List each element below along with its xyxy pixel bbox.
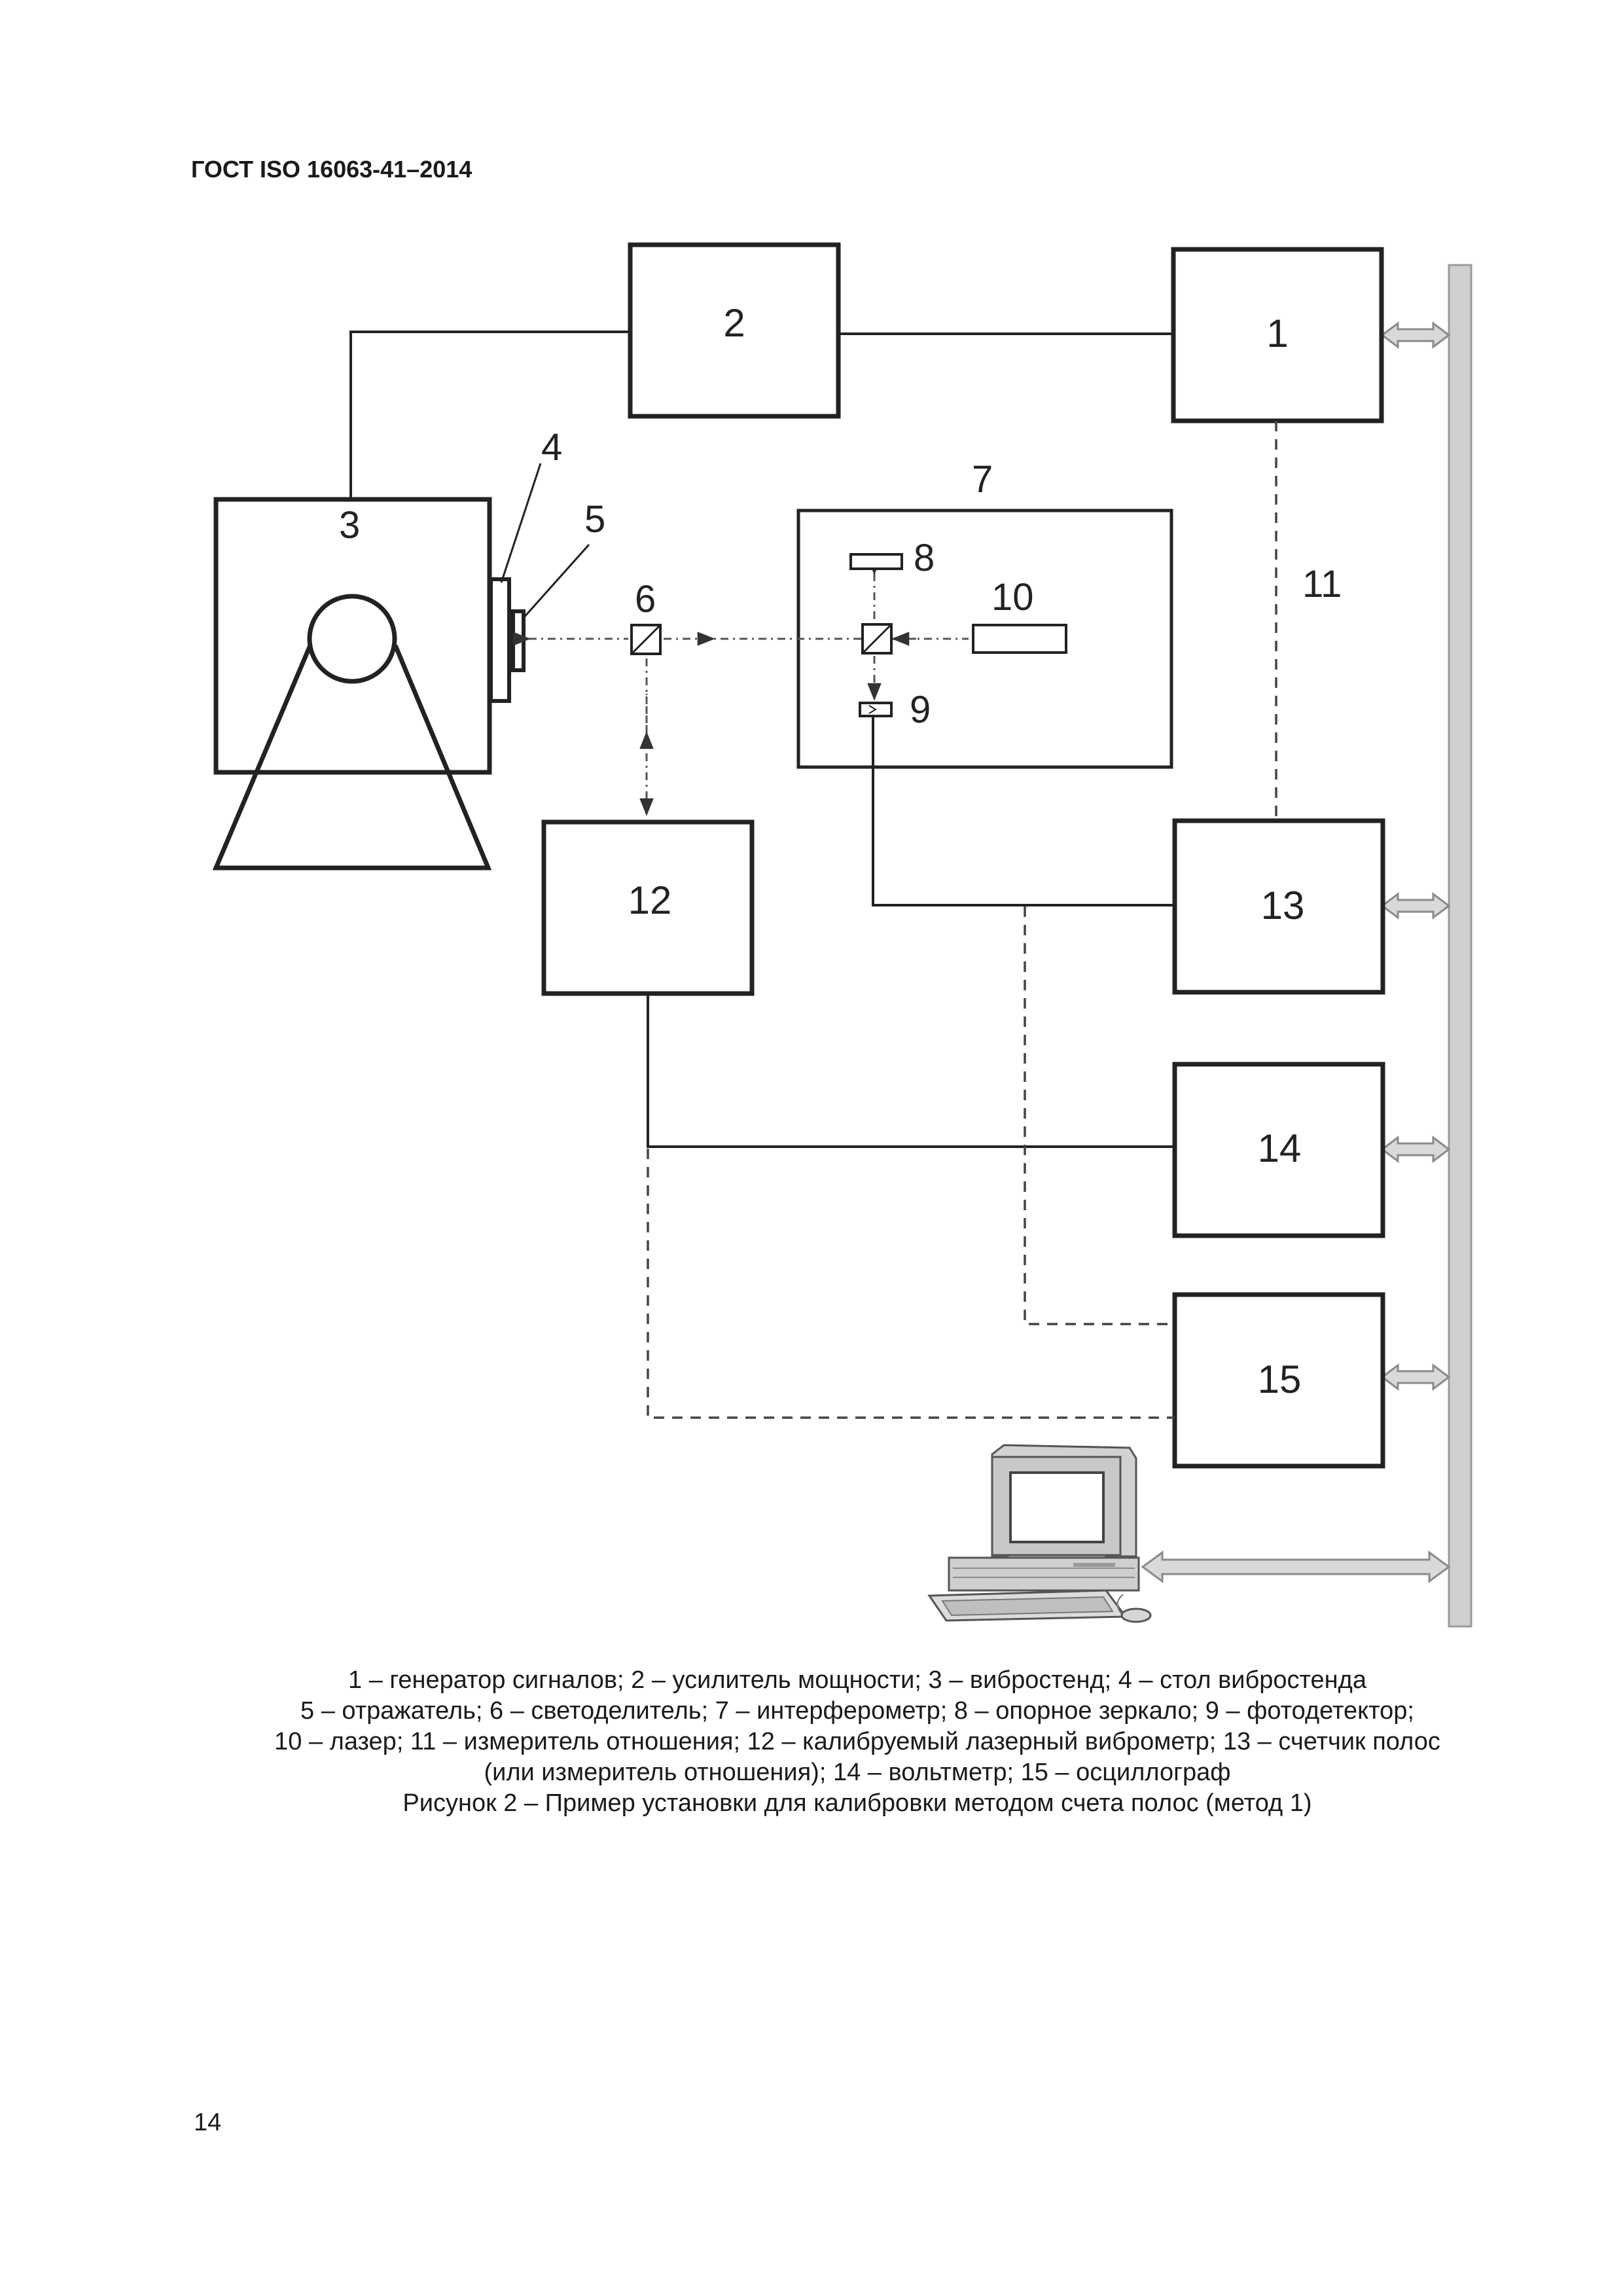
- label-5: 5: [584, 498, 605, 541]
- label-4: 4: [541, 426, 562, 469]
- interferometer-splitter: [861, 623, 893, 655]
- signal-wires: [349, 331, 1175, 1148]
- label-6: 6: [635, 578, 656, 620]
- box-1: [1171, 247, 1384, 423]
- page-number: 14: [194, 2109, 222, 2136]
- box-2-label: 2: [723, 301, 745, 345]
- box-2: [628, 242, 841, 419]
- box-15-label: 15: [1258, 1357, 1302, 1401]
- box-15: [1172, 1292, 1385, 1469]
- box-14: [1172, 1062, 1385, 1238]
- bus-arrow-14: [1380, 1136, 1451, 1163]
- label-11: 11: [1302, 563, 1342, 605]
- caption-line-4: (или измеритель отношения); 14 – вольтме…: [484, 1759, 1231, 1786]
- figure-title: Рисунок 2 – Пример установки для калибро…: [402, 1789, 1312, 1817]
- caption-line-2: 5 – отражатель; 6 – светоделитель; 7 – и…: [300, 1697, 1414, 1725]
- caption-line-1: 1 – генератор сигналов; 2 – усилитель мо…: [348, 1666, 1366, 1694]
- box-13: [1172, 818, 1385, 995]
- box-13-label: 13: [1261, 884, 1305, 927]
- figure-caption: 1 – генератор сигналов; 2 – усилитель мо…: [0, 1665, 1623, 1819]
- box-12: [541, 819, 755, 996]
- vibration-table: [489, 577, 511, 703]
- leader-lines: [500, 463, 590, 619]
- beam-splitter-6: [630, 624, 662, 655]
- bus-arrow-computer: [1141, 1551, 1451, 1583]
- computer-icon: [927, 1444, 1152, 1623]
- bus-arrow-15: [1380, 1363, 1451, 1391]
- beam-path: [512, 557, 969, 816]
- exciter-armature: [307, 594, 397, 684]
- dashed-wires: [647, 421, 1277, 1419]
- label-3: 3: [339, 504, 360, 547]
- system-bus: [1448, 264, 1472, 1628]
- reflector: [511, 609, 526, 672]
- box-12-label: 12: [628, 878, 672, 922]
- label-9: 9: [910, 689, 931, 731]
- box-14-label: 14: [1258, 1126, 1302, 1170]
- laser: [972, 624, 1067, 654]
- label-8: 8: [914, 537, 935, 579]
- label-10: 10: [991, 576, 1034, 619]
- reference-mirror: [849, 553, 903, 570]
- label-7: 7: [972, 458, 993, 501]
- box-1-label: 1: [1266, 312, 1288, 355]
- photodetector: [859, 702, 893, 717]
- exciter-stand: [212, 644, 492, 870]
- bus-arrow-1: [1380, 321, 1451, 349]
- bus-connectors: [1141, 321, 1451, 1583]
- document-header: ГОСТ ISO 16063-41–2014: [191, 156, 473, 183]
- bus-arrow-13: [1380, 892, 1451, 920]
- caption-line-3: 10 – лазер; 11 – измеритель отношения; 1…: [274, 1728, 1440, 1755]
